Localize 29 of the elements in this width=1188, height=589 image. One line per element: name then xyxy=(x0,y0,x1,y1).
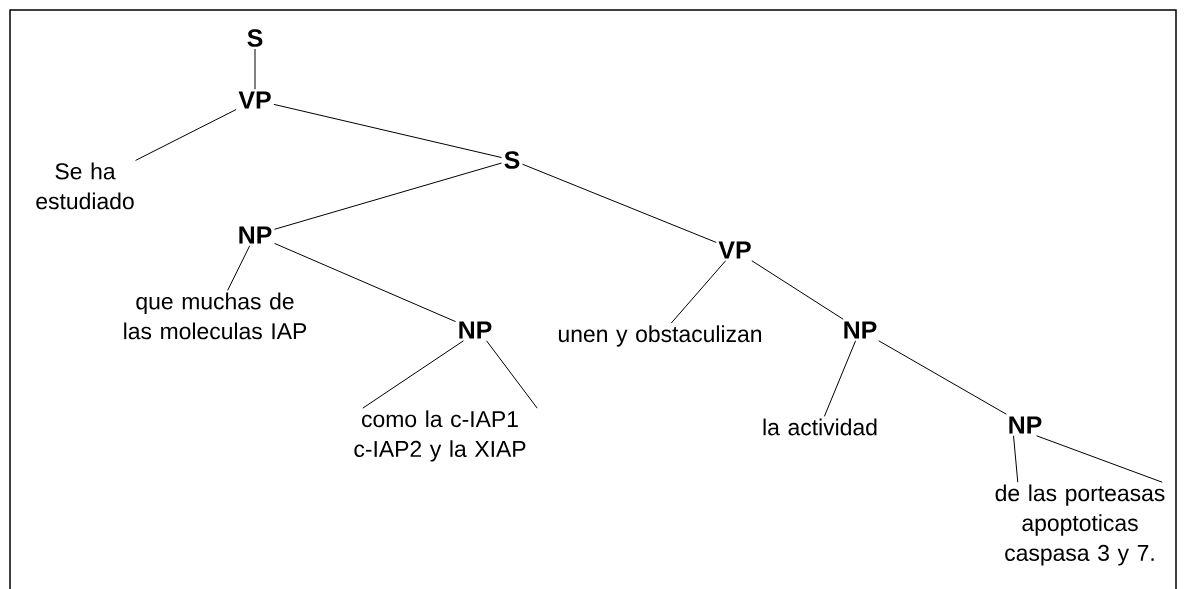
tree-branch xyxy=(135,109,237,161)
category-label: NP xyxy=(844,321,877,339)
category-label: NP xyxy=(459,321,492,339)
tree-branch xyxy=(273,103,502,159)
tree-branch xyxy=(522,163,717,243)
tree-branch xyxy=(751,260,844,320)
category-label: S xyxy=(247,29,263,47)
category-label: S xyxy=(504,151,520,169)
tree-branch xyxy=(227,245,251,291)
tree-branch xyxy=(670,260,727,324)
category-label: NP xyxy=(1009,416,1042,434)
phrase-text: Se ha estudiado xyxy=(36,162,134,210)
tree-branch xyxy=(274,162,502,230)
category-label: VP xyxy=(718,241,751,259)
tree-branch xyxy=(823,340,857,417)
tree-branch xyxy=(1036,435,1163,483)
phrase-text: que muchas de las moleculas IAP xyxy=(124,292,307,340)
category-label: NP xyxy=(239,226,272,244)
tree-branch xyxy=(254,48,256,90)
phrase-text: la actividad xyxy=(763,418,877,436)
category-label: VP xyxy=(238,91,271,109)
phrase-text: de las porteasas apoptoticas caspasa 3 y 7. xyxy=(995,484,1165,566)
tree-branch xyxy=(878,340,1007,415)
phrase-text: unen y obstaculizan xyxy=(558,325,761,347)
tree-branch xyxy=(486,340,538,409)
phrase-text: como la c-IAP1 c-IAP2 y la XIAP xyxy=(354,410,526,462)
tree-branch xyxy=(362,340,464,409)
tree-branch xyxy=(274,242,456,323)
tree-branch xyxy=(1013,435,1019,483)
